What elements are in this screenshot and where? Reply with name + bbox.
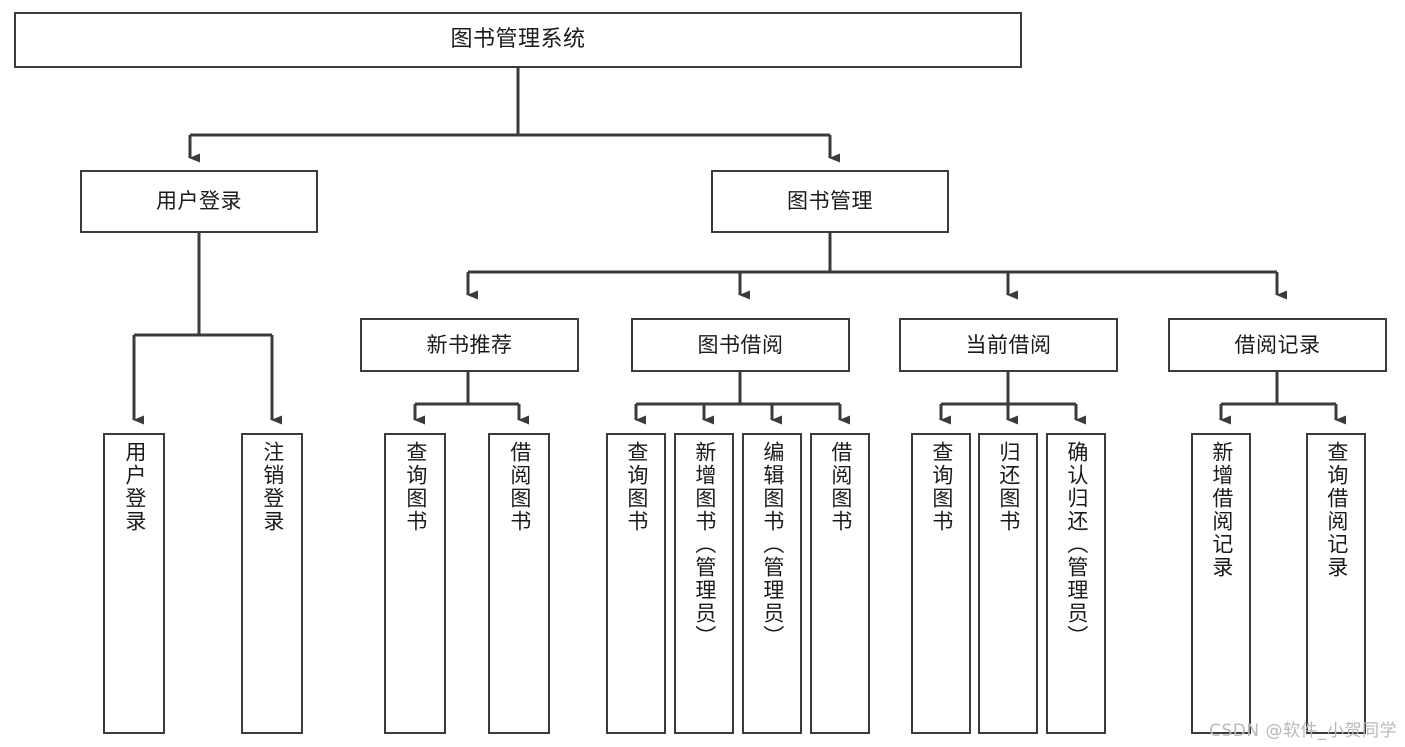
node-leaf-add-book[interactable]: 新增图书（管理员） xyxy=(674,433,734,734)
node-leaf-query-book-2[interactable]: 查询图书 xyxy=(606,433,666,734)
node-user-login-label: 用户登录 xyxy=(156,189,242,214)
node-book-manage[interactable]: 图书管理 xyxy=(711,170,949,233)
node-leaf-edit-book-label: 编辑图书（管理员） xyxy=(760,441,785,648)
node-leaf-query-book-1[interactable]: 查询图书 xyxy=(384,433,446,734)
node-leaf-user-login[interactable]: 用户登录 xyxy=(103,433,165,734)
node-leaf-return-book[interactable]: 归还图书 xyxy=(978,433,1038,734)
node-leaf-user-login-label: 用户登录 xyxy=(122,441,147,533)
node-borrow-record-label: 借阅记录 xyxy=(1234,332,1321,357)
node-leaf-query-book-3[interactable]: 查询图书 xyxy=(911,433,971,734)
node-root[interactable]: 图书管理系统 xyxy=(14,12,1022,68)
node-leaf-return-book-label: 归还图书 xyxy=(996,441,1021,533)
node-leaf-query-book-2-label: 查询图书 xyxy=(624,441,649,533)
node-new-book-recommend-label: 新书推荐 xyxy=(426,332,513,357)
node-current-borrow[interactable]: 当前借阅 xyxy=(899,318,1118,372)
node-leaf-query-record[interactable]: 查询借阅记录 xyxy=(1306,433,1366,734)
node-leaf-confirm-return[interactable]: 确认归还（管理员） xyxy=(1046,433,1106,734)
node-leaf-borrow-book-1[interactable]: 借阅图书 xyxy=(488,433,550,734)
node-leaf-confirm-return-label: 确认归还（管理员） xyxy=(1064,441,1089,648)
node-leaf-logout[interactable]: 注销登录 xyxy=(241,433,303,734)
node-leaf-borrow-book-2[interactable]: 借阅图书 xyxy=(810,433,870,734)
node-leaf-add-record-label: 新增借阅记录 xyxy=(1209,441,1234,579)
node-book-borrow-label: 图书借阅 xyxy=(697,332,784,357)
node-borrow-record[interactable]: 借阅记录 xyxy=(1168,318,1387,372)
node-leaf-borrow-book-1-label: 借阅图书 xyxy=(507,441,532,533)
node-new-book-recommend[interactable]: 新书推荐 xyxy=(360,318,579,372)
node-leaf-borrow-book-2-label: 借阅图书 xyxy=(828,441,853,533)
node-book-borrow[interactable]: 图书借阅 xyxy=(631,318,850,372)
node-root-label: 图书管理系统 xyxy=(450,27,586,53)
node-leaf-add-record[interactable]: 新增借阅记录 xyxy=(1191,433,1251,734)
node-current-borrow-label: 当前借阅 xyxy=(965,332,1052,357)
node-leaf-query-book-3-label: 查询图书 xyxy=(929,441,954,533)
node-user-login[interactable]: 用户登录 xyxy=(80,170,318,233)
node-leaf-query-book-1-label: 查询图书 xyxy=(403,441,428,533)
node-leaf-edit-book[interactable]: 编辑图书（管理员） xyxy=(742,433,802,734)
node-leaf-add-book-label: 新增图书（管理员） xyxy=(692,441,717,648)
node-book-manage-label: 图书管理 xyxy=(787,189,873,214)
node-leaf-logout-label: 注销登录 xyxy=(260,441,285,533)
node-leaf-query-record-label: 查询借阅记录 xyxy=(1324,441,1349,579)
